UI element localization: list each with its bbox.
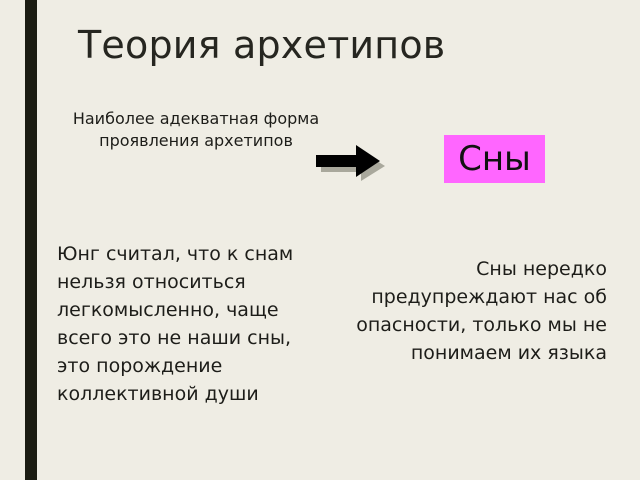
dreams-label: Сны <box>458 139 531 179</box>
caption-archetype-manifestation: Наиболее адекватная форма проявления арх… <box>72 109 320 150</box>
right-arrow-icon <box>314 143 386 181</box>
body-text-jung-dreams: Юнг считал, что к снам нельзя относиться… <box>57 243 294 405</box>
dreams-highlight-box: Сны <box>444 135 545 183</box>
left-accent-bar <box>25 0 37 480</box>
body-text-dream-warnings: Сны нередко предупреждают нас об опаснос… <box>356 258 607 364</box>
page-title: Теория архетипов <box>78 23 446 67</box>
